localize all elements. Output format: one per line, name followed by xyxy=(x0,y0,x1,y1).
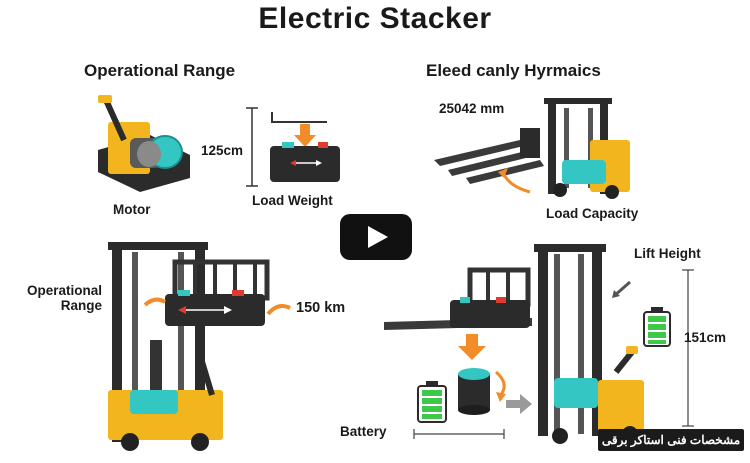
bottom-left-stacker xyxy=(108,242,291,451)
label-25042mm: 25042 mm xyxy=(439,101,505,116)
bottom-right-stacker xyxy=(384,244,644,444)
label-151cm: 151cm xyxy=(684,330,727,345)
mast-text: H9SL 8 xyxy=(568,292,577,319)
label-125cm: 125cm xyxy=(201,143,244,158)
dimension-125cm xyxy=(246,107,258,187)
page-title: Electric Stacker xyxy=(258,2,492,35)
top-right-forklift xyxy=(434,98,630,199)
section-title-operational-range: Operational Range xyxy=(84,61,236,80)
label-load-weight: Load Weight xyxy=(252,193,333,208)
label-operational-range-line2: Range xyxy=(60,298,102,313)
play-button[interactable] xyxy=(340,214,412,260)
load-weight-illustration xyxy=(270,112,340,182)
label-lift-height: Lift Height xyxy=(634,246,701,261)
motor-illustration xyxy=(98,95,190,192)
dimension-151cm xyxy=(682,269,694,427)
dimension-battery xyxy=(413,429,505,439)
label-load-capacity: Load Capacity xyxy=(546,206,639,221)
battery-flow xyxy=(458,334,532,415)
battery-icon xyxy=(417,381,447,423)
label-150km: 150 km xyxy=(296,300,346,316)
label-battery: Battery xyxy=(340,424,387,439)
battery-icon-right xyxy=(643,307,671,347)
label-operational-range: Operational Range xyxy=(10,283,102,313)
label-motor: Motor xyxy=(113,202,151,217)
section-title-hydraulics: Eleed canly Hyrmaics xyxy=(426,61,601,80)
watermark-badge: مشخصات فنی استاکر برقی xyxy=(598,429,744,451)
label-operational-range-line1: Operational xyxy=(26,283,102,298)
